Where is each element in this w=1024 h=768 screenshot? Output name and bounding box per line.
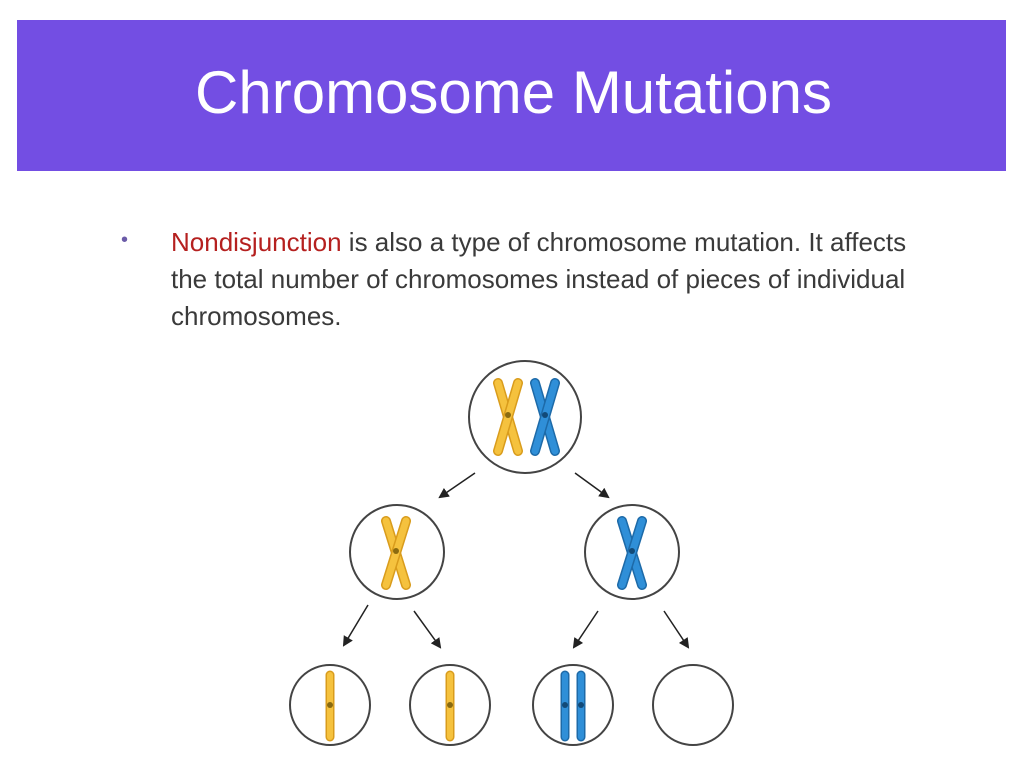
blue-double-chromosome bbox=[560, 670, 586, 742]
arrow-top-left bbox=[438, 472, 476, 499]
daughter-cell-left bbox=[349, 504, 445, 600]
gamete-cell-2 bbox=[409, 664, 491, 746]
arrow-mid-right-b bbox=[663, 610, 690, 649]
blue-x-chromosome bbox=[530, 378, 560, 456]
gamete-cell-1 bbox=[289, 664, 371, 746]
nondisjunction-diagram bbox=[289, 360, 734, 746]
arrow-mid-right-a bbox=[572, 610, 599, 649]
daughter-cell-right bbox=[584, 504, 680, 600]
bullet-dot: • bbox=[121, 229, 129, 251]
arrow-top-right bbox=[574, 472, 610, 499]
yellow-single-chromosome-1 bbox=[325, 670, 335, 742]
blue-x-chromosome-daughter bbox=[617, 516, 647, 590]
slide-title: Chromosome Mutations bbox=[195, 59, 832, 126]
nondisjunction-term: Nondisjunction bbox=[171, 227, 342, 257]
body-paragraph: Nondisjunction is also a type of chromos… bbox=[171, 224, 931, 335]
yellow-x-chromosome bbox=[493, 378, 523, 456]
gamete-cell-4-membrane bbox=[652, 664, 734, 746]
arrow-mid-left-a bbox=[342, 604, 369, 647]
yellow-x-chromosome-daughter bbox=[381, 516, 411, 590]
parent-cell bbox=[468, 360, 582, 474]
gamete-cell-4-empty bbox=[652, 664, 734, 746]
arrow-mid-left-b bbox=[413, 610, 442, 649]
title-bar: Chromosome Mutations bbox=[17, 20, 1006, 171]
gamete-cell-3 bbox=[532, 664, 614, 746]
yellow-single-chromosome-2 bbox=[445, 670, 455, 742]
gamete-cell-3-membrane bbox=[532, 664, 614, 746]
body-rest-text: is also a type of chromosome mutation. I… bbox=[171, 227, 907, 331]
parent-cell-membrane bbox=[468, 360, 582, 474]
